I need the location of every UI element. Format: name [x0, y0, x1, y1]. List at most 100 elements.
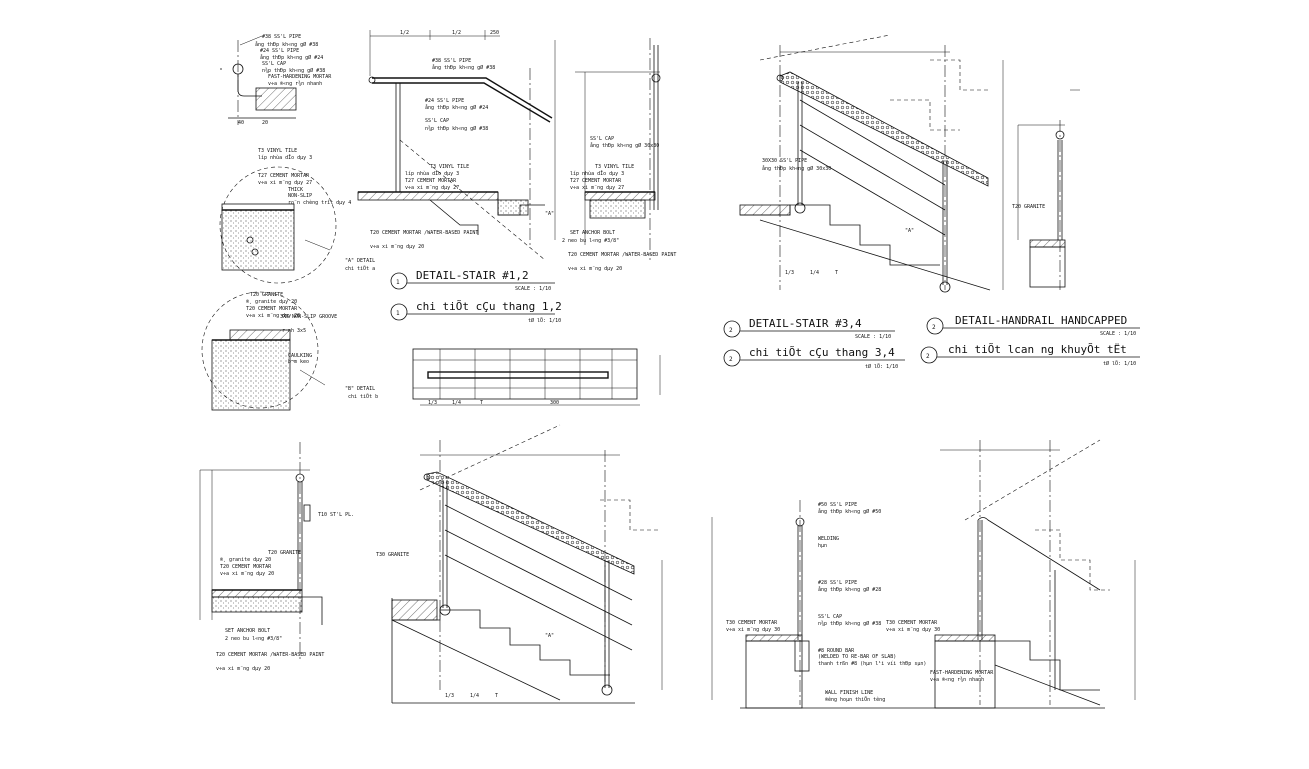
cap-label-3: SS'L CAP: [590, 136, 614, 142]
dim-250: 250: [490, 30, 499, 36]
dim-d20: 20: [262, 120, 268, 126]
welding-label: WELDING: [818, 536, 839, 542]
granite-label-2: T20 GRANITE: [268, 550, 301, 556]
pipe50-vn: ång thÐp kh«ng gØ #50: [818, 508, 881, 515]
cement-paint-label: T20 CEMENT MORTAR /WATER-BASED PAINT: [370, 230, 478, 236]
cap-vn-4: n¾p thÐp kh«ng gØ #38: [818, 620, 881, 627]
cement30-vn: v÷a xi m¨ng dµy 30: [726, 627, 780, 633]
plan-dim-t: T: [480, 400, 483, 406]
detail2-scale: SCALE : 1/10: [855, 334, 891, 340]
caulking-vn: b¬m keo: [288, 359, 309, 365]
detail2-title: DETAIL-STAIR #3,4: [749, 317, 862, 330]
s34-dim-quarter: 1/4: [810, 270, 819, 276]
a-detail-vn: chi tiÕt a: [345, 265, 375, 272]
s34-dim-t: T: [835, 270, 838, 276]
plate-label: T10 ST'L PL.: [318, 512, 354, 518]
welding-vn: hµn: [818, 543, 827, 549]
a-detail-label: "A" DETAIL: [345, 258, 375, 264]
detail3-scale: SCALE : 1/10: [1100, 331, 1136, 337]
dim-half-a: 1/2: [400, 30, 409, 36]
cement27-label-2: T27 CEMENT MORTAR: [405, 178, 457, 184]
stair-plan-view: 1/3 1/4 T 300: [412, 348, 661, 406]
roundbar-label: #8 ROUND BAR: [818, 648, 855, 654]
cement27-label-3: T27 CEMENT MORTAR: [570, 178, 622, 184]
pipe28-vn: ång thÐp kh«ng gØ #28: [818, 586, 881, 593]
cement20-label: T20 CEMENT MORTAR: [246, 306, 298, 312]
fhm-vn: v÷a ®«ng r¾n nhanh: [268, 81, 322, 87]
pipe24-label: #24 SS'L PIPE: [260, 48, 299, 54]
vinyl-vn-2: líp nhùa dÎo dµy 3: [405, 170, 459, 177]
bm-dim-quarter: 1/4: [470, 693, 479, 699]
plan-dim-third: 1/3: [428, 400, 437, 406]
detail-handrail-title: 2 DETAIL-HANDRAIL HANDCAPPED SCALE : 1/1…: [920, 314, 1140, 367]
vinyl-vn-3: líp nhùa dÎo dµy 3: [570, 170, 624, 177]
wallfinish-label: WALL FINISH LINE: [825, 690, 873, 696]
pipe38-vn: ång thÐp kh«ng gØ #38: [255, 41, 318, 48]
anchor-vn-2: 2 neo bu l«ng #3/8": [225, 636, 282, 642]
pipe38-vn-2: ång thÐp kh«ng gØ #38: [432, 64, 495, 71]
cement27-label: T27 CEMENT MORTAR: [258, 173, 310, 179]
detail-stair-1-2-title: 1 DETAIL-STAIR #1,2 SCALE : 1/10 1 chi t…: [390, 269, 562, 324]
pipe50-label: #50 SS'L PIPE: [818, 502, 857, 508]
vinyl-label-3: T3 VINYL TILE: [595, 164, 634, 170]
caulking-label: CAULKING: [288, 353, 312, 359]
detail1-number: 1: [396, 279, 400, 286]
cement20-vn-2: v÷a xi m¨ng dµy 20: [370, 244, 424, 250]
anchor-label: SET ANCHOR BOLT: [570, 230, 615, 236]
b-detail-circle: T20 GRANITE ®¸ granite dµy 20 T20 CEMENT…: [201, 291, 378, 411]
handrail-section-small: #38 SS'L PIPE ång thÐp kh«ng gØ #38 #24 …: [220, 34, 332, 126]
detail3-number-vn: 2: [926, 353, 930, 360]
dim-half-b: 1/2: [452, 30, 461, 36]
cap-vn-2: n¾p thÐp kh«ng gØ #38: [425, 125, 488, 132]
cement20-label-2: T20 CEMENT MORTAR: [220, 564, 272, 570]
detail3-number: 2: [932, 324, 936, 331]
detail1-title: DETAIL-STAIR #1,2: [416, 269, 529, 282]
vinyl-vn: líp nhùa dÎo dµy 3: [258, 154, 312, 161]
cement20-vn-5: v÷a xi m¨ng dµy 20: [216, 666, 270, 672]
bottom-right-section: #50 SS'L PIPE ång thÐp kh«ng gØ #50 WELD…: [711, 439, 1136, 709]
a-marker-2: "A": [905, 228, 914, 234]
a-marker-3: "A": [545, 633, 554, 639]
wallfinish-vn: ®­êng hoµn thiÖn t­êng: [825, 696, 885, 703]
cap-label: SS'L CAP: [262, 61, 286, 67]
granite-t30-label: T30 GRANITE: [376, 552, 409, 558]
groove-vn: r·nh 3x5: [282, 328, 306, 334]
anchor-label-2: SET ANCHOR BOLT: [225, 628, 270, 634]
pipe24-vn-2: ång thÐp kh«ng gØ #24: [425, 104, 488, 111]
anchor-vn: 2 neo bu l«ng #3/8": [562, 238, 619, 244]
detail2-number-vn: 2: [729, 356, 733, 363]
cement20-vn: v÷a xi m¨ng dµy 20: [246, 313, 300, 319]
plan-dim-300: 300: [550, 400, 559, 406]
s34-dim-third: 1/3: [785, 270, 794, 276]
vinyl-label-2: T3 VINYL TILE: [430, 164, 469, 170]
pipe28-label: #28 SS'L PIPE: [818, 580, 857, 586]
cap-vn: n¾p thÐp kh«ng gØ #38: [262, 67, 325, 74]
detail3-title: DETAIL-HANDRAIL HANDCAPPED: [955, 314, 1127, 327]
groove-label: 3X5 NON-SLIP GROOVE: [280, 314, 337, 320]
cement20-vn-4: v÷a xi m¨ng dµy 20: [220, 571, 274, 577]
detail-stair-1-2-section: SS'L CAP ång thÐp kh«ng gØ 30x30 T3 VINY…: [562, 38, 676, 272]
cement27-vn-3: v÷a xi m¨ng dµy 27: [570, 185, 624, 191]
pipe30-vn-2: ång thÐp kh«ng gØ 30x30: [762, 165, 831, 172]
bm-dim-third: 1/3: [445, 693, 454, 699]
pipe30-label: 30X30 SS'L PIPE: [762, 158, 807, 164]
granite-t20-label: T20 GRANITE: [1012, 204, 1045, 210]
dim-d40: 40: [238, 120, 244, 126]
a-detail-circle: T3 VINYL TILE líp nhùa dÎo dµy 3 T27 CEM…: [219, 148, 375, 284]
thick-label: THICK: [288, 187, 303, 193]
detail-stair-3-4-drawing: 30X30 SS'L PIPE ång thÐp kh«ng gØ 30x30 …: [739, 34, 1004, 293]
pipe24-label-2: #24 SS'L PIPE: [425, 98, 464, 104]
granite-vn: ®¸ granite dµy 20: [246, 299, 297, 305]
detail2-subscale: tØ lÖ: 1/10: [865, 363, 898, 370]
pipe24-vn: ång thÐp kh«ng gØ #24: [260, 54, 323, 61]
cap-label-4: SS'L CAP: [818, 614, 842, 620]
roundbar-vn: thanh trßn #8 (hµn l¹i víi thÐp sµn): [818, 660, 926, 667]
cement-paint-label-3: T20 CEMENT MORTAR /WATER-BASED PAINT: [216, 652, 324, 658]
a-marker: "A": [545, 211, 554, 217]
cement30-label-2: T30 CEMENT MORTAR: [886, 620, 938, 626]
cement30-vn-2: v÷a xi m¨ng dµy 30: [886, 627, 940, 633]
detail2-subtitle: chi tiÕt cÇu thang 3,4: [749, 346, 895, 359]
detail-stair-1-2-drawing: 1/2 1/2 250 #38 SS'L PIPE ång thÐp kh«ng…: [357, 30, 556, 261]
cement27-vn-2: v÷a xi m¨ng dµy 27: [405, 185, 459, 191]
nonslip-vn: ro¨n chèng tr­ît dµy 4: [288, 199, 351, 206]
